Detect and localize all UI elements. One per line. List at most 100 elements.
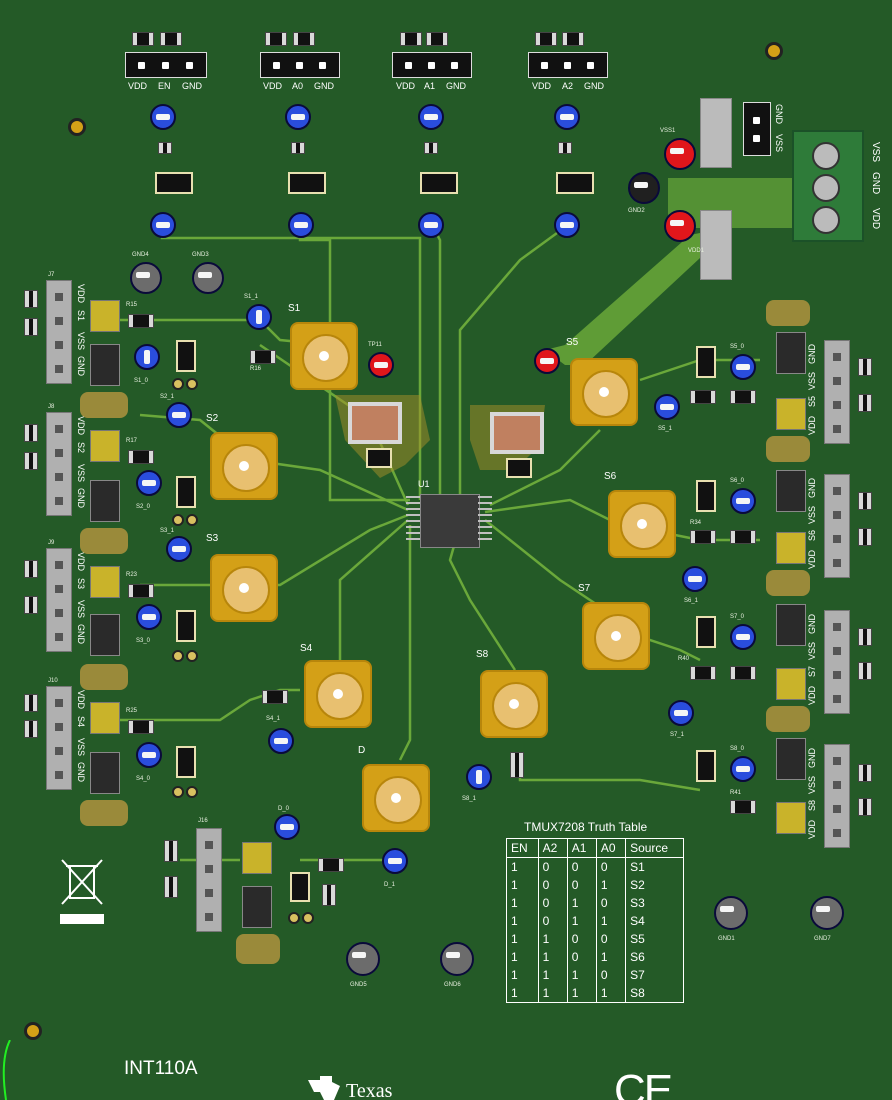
gnd-test-point (130, 262, 162, 294)
resistor (24, 452, 38, 470)
j1-vss: VSS (774, 134, 784, 153)
ce-mark: CE (614, 1066, 673, 1100)
h3-gnd: GND (446, 81, 466, 91)
terminal-block (792, 130, 864, 242)
capacitor (176, 476, 196, 508)
capacitor (176, 340, 196, 372)
j9-pin-s3: S3 (76, 578, 86, 590)
j16-label: J16 (198, 818, 208, 824)
h2-a0: A0 (292, 81, 304, 91)
resistor (400, 32, 422, 46)
truth-table-cell: 0 (537, 894, 568, 912)
resistor (293, 32, 315, 46)
s6-1-label: S6_1 (684, 598, 699, 604)
h3-vdd: VDD (396, 81, 416, 91)
sma-d (362, 764, 430, 832)
s2-0-test-point (136, 470, 162, 496)
truth-table-cell: 1 (506, 930, 539, 948)
resistor (426, 32, 448, 46)
pad (186, 514, 198, 526)
d-label: D (358, 745, 366, 756)
col-source: Source (625, 838, 684, 858)
resistor (262, 690, 288, 704)
truth-table-cell: 1 (506, 876, 539, 894)
resistor (562, 32, 584, 46)
relay (776, 332, 806, 374)
vdd-test-point (664, 210, 696, 242)
truth-table-cell: 1 (506, 912, 539, 930)
s8-1-label: S8_1 (462, 796, 477, 802)
s1-0-label: S1_0 (134, 378, 149, 384)
col-a0: A0 (595, 838, 627, 858)
j7-pin-vdd: VDD (76, 284, 86, 304)
s3-1-label: S3_1 (160, 528, 175, 534)
j10-label: J10 (48, 678, 58, 684)
resistor (690, 390, 716, 404)
resistor (24, 596, 38, 614)
j8-pin-s2: S2 (76, 442, 86, 454)
header-a1 (392, 52, 472, 78)
tp11-test-point (368, 352, 394, 378)
truth-table-cell: S8 (625, 984, 684, 1003)
test-point (418, 212, 444, 238)
resistor (24, 560, 38, 578)
capacitor (288, 172, 326, 194)
resistor (730, 666, 756, 680)
vss-test-point (664, 138, 696, 170)
r23-label: R23 (126, 572, 138, 578)
resistor (128, 720, 154, 734)
j2-gnd: GND (870, 172, 881, 195)
capacitor (696, 346, 716, 378)
r15-label: R15 (126, 302, 138, 308)
test-point (150, 212, 176, 238)
gnd-test-point (628, 172, 660, 204)
s5-1-test-point (654, 394, 680, 420)
truth-table-cell: 0 (595, 894, 627, 912)
h1-gnd: GND (182, 81, 202, 91)
resistor (24, 424, 38, 442)
j9-label: J9 (48, 540, 55, 546)
gnd1-test-point (714, 896, 748, 930)
j13-pin-gnd: GND (807, 614, 817, 634)
sma-s1 (290, 322, 358, 390)
resistor (265, 32, 287, 46)
s4-0-label: S4_0 (136, 776, 151, 782)
r25-label: R25 (126, 708, 138, 714)
resistor (690, 666, 716, 680)
j1-gnd: GND (774, 104, 784, 124)
col-a1: A1 (566, 838, 597, 858)
resistor (535, 32, 557, 46)
relay-footprint (80, 800, 128, 826)
col-en: EN (506, 838, 539, 858)
truth-table-cell: 1 (595, 984, 627, 1003)
s3-1-test-point (166, 536, 192, 562)
s5-0-test-point (730, 354, 756, 380)
resistor (558, 142, 572, 154)
header-a2 (528, 52, 608, 78)
pad (172, 514, 184, 526)
truth-table-cell: 1 (595, 948, 627, 966)
test-point (554, 212, 580, 238)
resistor (128, 450, 154, 464)
relay-pad (90, 300, 120, 332)
truth-table-header-row: EN A2 A1 A0 Source (506, 838, 684, 858)
bulk-capacitor (490, 412, 544, 454)
truth-table-cell: 1 (595, 912, 627, 930)
gnd6-test-point (440, 942, 474, 976)
s7-0-label: S7_0 (730, 614, 745, 620)
relay (90, 480, 120, 522)
resistor (128, 314, 154, 328)
board-name: INT110A (124, 1058, 198, 1079)
j14-pin-vss: VSS (807, 776, 817, 795)
capacitor (506, 458, 532, 478)
resistor (322, 884, 336, 906)
test-point (285, 104, 311, 130)
resistor (128, 584, 154, 598)
d-1-test-point (382, 848, 408, 874)
